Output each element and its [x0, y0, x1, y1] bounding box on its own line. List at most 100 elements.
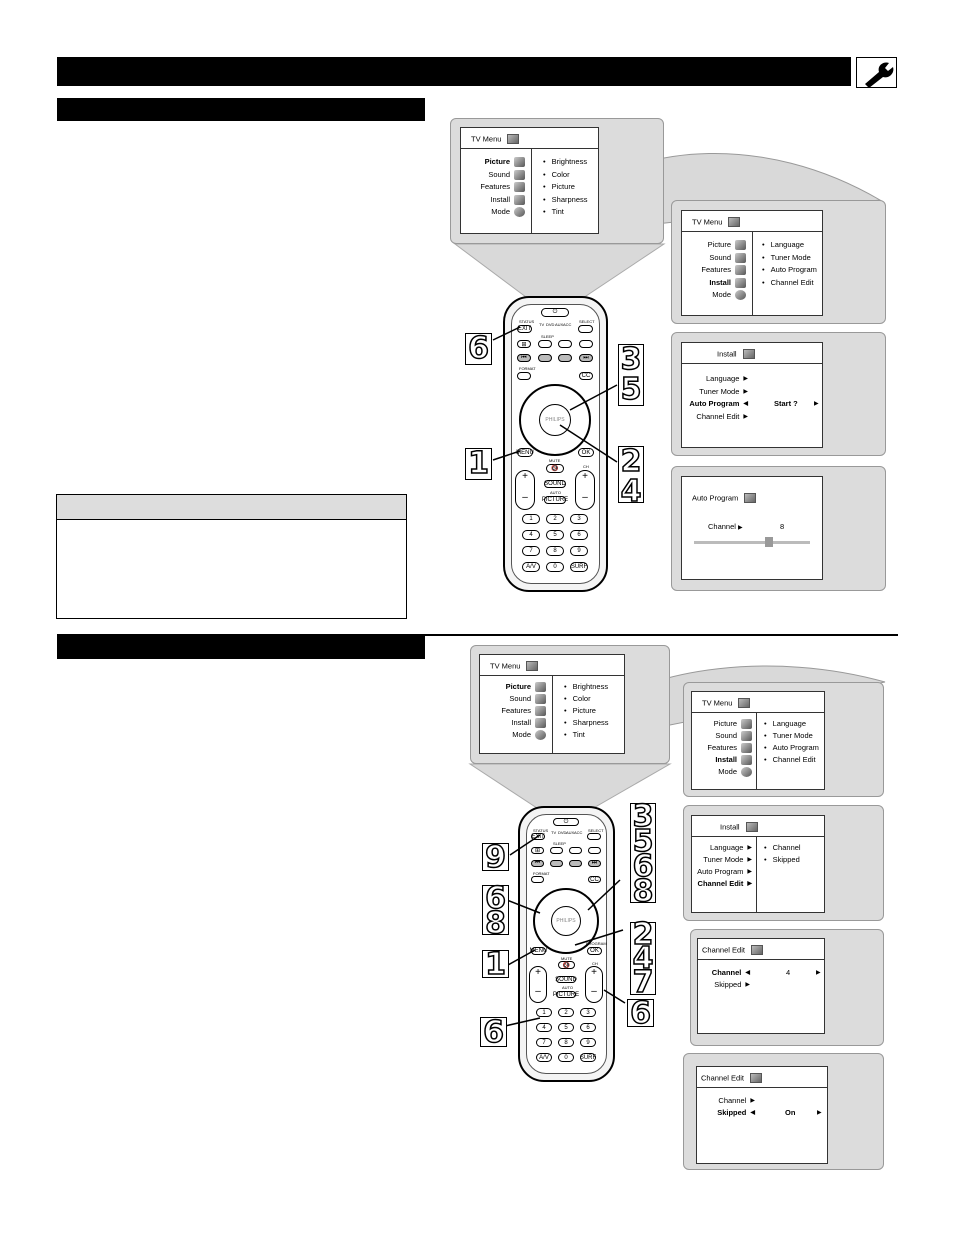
install-tuner-mode[interactable]: Tuner Mode▶: [703, 855, 752, 864]
start-prompt[interactable]: Start ?: [774, 399, 798, 408]
channel-number[interactable]: 4: [786, 968, 791, 977]
install-auto-program[interactable]: Auto Program◀: [689, 399, 748, 408]
menu-item-install[interactable]: Install: [484, 717, 546, 729]
dpad[interactable]: PHILIPS: [519, 384, 591, 456]
forward-button[interactable]: ⏭: [588, 860, 601, 867]
option-color[interactable]: Color: [564, 693, 609, 705]
option-color[interactable]: Color: [543, 169, 588, 182]
digit-8-button[interactable]: 8: [558, 1038, 574, 1047]
dpad[interactable]: PHILIPS: [533, 888, 599, 954]
install-tuner-mode[interactable]: Tuner Mode▶: [699, 386, 748, 396]
menu-item-mode[interactable]: Mode: [465, 206, 525, 219]
surf-button[interactable]: SURF: [570, 562, 588, 572]
menu-item-sound[interactable]: Sound: [686, 252, 746, 265]
button-a3[interactable]: [558, 340, 572, 348]
option-sharpness[interactable]: Sharpness: [564, 717, 609, 729]
digit-4-button[interactable]: 4: [522, 530, 540, 540]
channel-edit-channel[interactable]: Channel▶: [718, 1096, 755, 1105]
skipped-value[interactable]: On: [785, 1108, 796, 1117]
option-auto-program[interactable]: Auto Program: [762, 264, 817, 277]
option-channel-edit[interactable]: Channel Edit: [764, 754, 819, 766]
button-a2[interactable]: [538, 340, 552, 348]
option-tuner-mode[interactable]: Tuner Mode: [764, 730, 819, 742]
menu-item-install[interactable]: Install: [694, 754, 752, 766]
button-a3[interactable]: [569, 847, 582, 854]
option-brightness[interactable]: Brightness: [564, 681, 609, 693]
install-language[interactable]: Language▶: [706, 374, 748, 383]
select-button[interactable]: [578, 325, 593, 333]
format-button[interactable]: [517, 372, 531, 380]
option-skipped[interactable]: Skipped: [764, 854, 801, 866]
option-language[interactable]: Language: [764, 718, 819, 730]
digit-8-button[interactable]: 8: [546, 546, 564, 556]
menu-item-picture[interactable]: Picture: [694, 718, 752, 730]
digit-5-button[interactable]: 5: [546, 530, 564, 540]
rewind-button[interactable]: ⏮: [531, 860, 544, 867]
menu-button[interactable]: MENU: [529, 947, 548, 955]
menu-item-install[interactable]: Install: [686, 277, 746, 290]
install-auto-program[interactable]: Auto Program▶: [697, 867, 752, 876]
option-language[interactable]: Language: [762, 239, 817, 252]
mute-button[interactable]: 🔇: [546, 464, 564, 473]
option-sharpness[interactable]: Sharpness: [543, 194, 588, 207]
channel-rocker[interactable]: +–: [585, 966, 603, 1003]
picture-button[interactable]: PICTURE: [541, 496, 569, 504]
forward-button[interactable]: ⏭: [579, 354, 593, 362]
menu-item-sound[interactable]: Sound: [465, 169, 525, 182]
option-channel-edit[interactable]: Channel Edit: [762, 277, 817, 290]
dpad-center[interactable]: PHILIPS: [551, 906, 581, 936]
install-language[interactable]: Language▶: [710, 843, 752, 852]
power-button[interactable]: ⏻: [541, 308, 569, 317]
channel-edit-channel[interactable]: Channel◀: [711, 968, 750, 977]
menu-item-install[interactable]: Install: [465, 194, 525, 207]
menu-item-features[interactable]: Features: [484, 705, 546, 717]
menu-item-picture[interactable]: Picture: [484, 681, 546, 693]
channel-edit-skipped[interactable]: Skipped▶: [714, 980, 750, 989]
menu-item-mode[interactable]: Mode: [694, 766, 752, 778]
menu-item-picture[interactable]: Picture: [465, 156, 525, 169]
ok-button[interactable]: OK: [587, 947, 602, 955]
av-button[interactable]: A/V: [536, 1053, 552, 1062]
digit-6-button[interactable]: 6: [580, 1023, 596, 1032]
option-channel[interactable]: Channel: [764, 842, 801, 854]
digit-7-button[interactable]: 7: [536, 1038, 552, 1047]
select-button[interactable]: [587, 833, 601, 840]
surf-button[interactable]: SURF: [579, 1053, 597, 1062]
digit-1-button[interactable]: 1: [522, 514, 540, 524]
menu-item-features[interactable]: Features: [686, 264, 746, 277]
play-button[interactable]: [569, 860, 582, 867]
option-auto-program[interactable]: Auto Program: [764, 742, 819, 754]
power-button[interactable]: ⏻: [553, 818, 579, 826]
digit-2-button[interactable]: 2: [558, 1008, 574, 1017]
digit-2-button[interactable]: 2: [546, 514, 564, 524]
digit-5-button[interactable]: 5: [558, 1023, 574, 1032]
menu-item-mode[interactable]: Mode: [484, 729, 546, 741]
digit-9-button[interactable]: 9: [570, 546, 588, 556]
play-button[interactable]: [558, 354, 572, 362]
digit-6-button[interactable]: 6: [570, 530, 588, 540]
button-a4[interactable]: [579, 340, 593, 348]
sound-button[interactable]: SOUND: [555, 976, 577, 983]
digit-3-button[interactable]: 3: [570, 514, 588, 524]
volume-rocker[interactable]: +–: [515, 470, 535, 510]
channel-rocker[interactable]: +–: [575, 470, 595, 510]
button-a2[interactable]: [550, 847, 563, 854]
menu-item-features[interactable]: Features: [694, 742, 752, 754]
format-button[interactable]: [531, 876, 544, 883]
stop-button[interactable]: [538, 354, 552, 362]
digit-0-button[interactable]: 0: [546, 562, 564, 572]
option-tuner-mode[interactable]: Tuner Mode: [762, 252, 817, 265]
digit-0-button[interactable]: 0: [558, 1053, 574, 1062]
install-channel-edit[interactable]: Channel Edit▶: [696, 411, 748, 421]
digit-1-button[interactable]: 1: [536, 1008, 552, 1017]
option-tint[interactable]: Tint: [543, 206, 588, 219]
digit-9-button[interactable]: 9: [580, 1038, 596, 1047]
menu-item-features[interactable]: Features: [465, 181, 525, 194]
option-picture[interactable]: Picture: [543, 181, 588, 194]
picture-button[interactable]: PICTURE: [552, 991, 580, 998]
menu-item-mode[interactable]: Mode: [686, 289, 746, 302]
button-a1[interactable]: ⊞: [531, 847, 544, 854]
option-tint[interactable]: Tint: [564, 729, 609, 741]
volume-rocker[interactable]: +–: [529, 966, 547, 1003]
digit-7-button[interactable]: 7: [522, 546, 540, 556]
